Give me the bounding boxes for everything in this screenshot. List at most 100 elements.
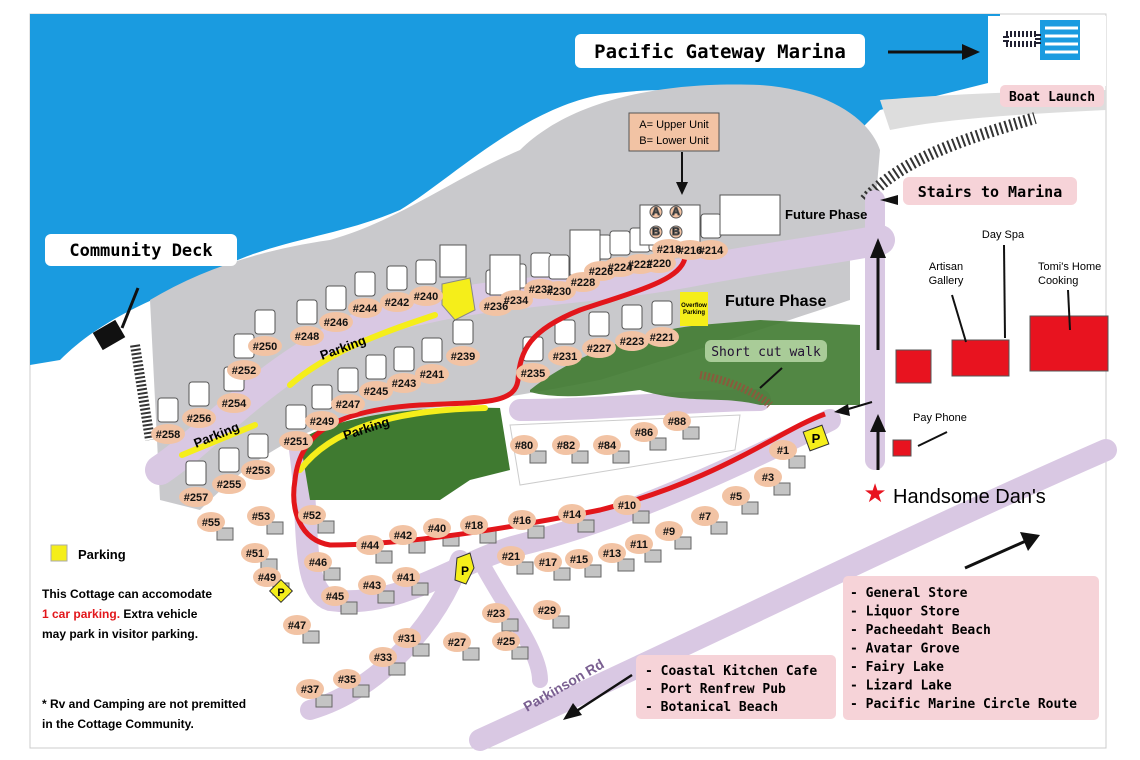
svg-text:Boat Launch: Boat Launch <box>1009 90 1095 105</box>
cottage-icon <box>511 646 529 660</box>
lot-number: #55 <box>202 517 220 529</box>
cottage-icon <box>325 285 347 311</box>
lot-badge <box>212 474 246 494</box>
shop-arrows <box>917 244 1071 447</box>
svg-text:B= Lower Unit: B= Lower Unit <box>639 135 708 147</box>
svg-text:1 car parking. Extra vehicle: 1 car parking. Extra vehicle <box>42 607 198 621</box>
lot-badge <box>197 512 225 532</box>
arrowhead <box>880 195 898 205</box>
cottage-icon <box>266 521 284 535</box>
lot-badge <box>182 408 216 428</box>
cottage-icon <box>337 367 359 393</box>
lot-badge <box>321 586 349 606</box>
lot-badge <box>446 346 480 366</box>
lot-number: #17 <box>539 557 557 569</box>
arrow <box>759 367 783 389</box>
lot-number: #25 <box>497 636 515 648</box>
cottage-icon <box>386 265 408 291</box>
cottage-icon <box>529 450 547 464</box>
parking-strips <box>179 312 488 473</box>
cottage-icon <box>452 319 474 345</box>
cottage-icon <box>548 254 570 280</box>
lot-badge <box>663 411 691 431</box>
destination-item: - Coastal Kitchen Cafe <box>645 664 817 679</box>
lot-badge <box>613 495 641 515</box>
lot-number: #224 <box>608 262 633 274</box>
lot-number: #247 <box>336 399 360 411</box>
cottage-icon <box>632 510 650 524</box>
lot-badge <box>565 549 593 569</box>
parking-legend-swatch <box>50 544 68 562</box>
lot-number: #254 <box>222 398 247 410</box>
cottage-icon <box>617 558 635 572</box>
lot-number: #242 <box>385 297 409 309</box>
community-deck <box>92 319 126 351</box>
cottage-icon <box>501 618 519 632</box>
cottage-icon <box>552 615 570 629</box>
cottage-icon <box>296 299 318 325</box>
lot-badge <box>387 373 421 393</box>
destination-item: - Pacific Marine Circle Route <box>850 697 1077 712</box>
lot-number: #49 <box>258 572 276 584</box>
svg-text:Stairs to Marina: Stairs to Marina <box>918 183 1063 201</box>
cottage-icon <box>577 519 595 533</box>
parking-lot-yellow <box>441 277 476 321</box>
lot-badge <box>151 424 185 444</box>
lot-number: #43 <box>363 580 381 592</box>
lot-badge <box>460 515 488 535</box>
east-destinations: - General Store- Liquor Store- Pacheedah… <box>850 586 1077 712</box>
lot-number: #46 <box>309 557 327 569</box>
lot-number: #40 <box>428 523 446 535</box>
lot-number: #251 <box>284 436 308 448</box>
svg-text:may park in visitor parking.: may park in visitor parking. <box>42 627 198 641</box>
lot-badge <box>645 327 679 347</box>
svg-text:* Rv and Camping are not premi: * Rv and Camping are not premitted <box>42 697 246 711</box>
lot-badge <box>247 506 275 526</box>
cottage-icon <box>315 694 333 708</box>
parking-legend-label: Parking <box>78 547 126 562</box>
marina-title: Pacific Gateway Marina <box>575 34 865 68</box>
townhouse-block <box>719 194 781 236</box>
arrowhead <box>1020 532 1040 551</box>
lot-number: #45 <box>326 591 344 603</box>
lot-badge <box>625 534 653 554</box>
future-phase-label: Future Phase <box>725 293 826 310</box>
lot-number: #221 <box>650 332 674 344</box>
arrow-west <box>574 673 633 714</box>
driving-route <box>291 257 826 548</box>
cottage-icon <box>216 527 234 541</box>
lot-badge <box>516 363 550 383</box>
destination-item: - Botanical Beach <box>645 700 778 715</box>
cottage-icon <box>584 564 602 578</box>
svg-text:Short cut walk: Short cut walk <box>711 345 821 360</box>
lot-badge <box>290 326 324 346</box>
shop-building <box>895 349 932 384</box>
unit-marker <box>669 225 683 239</box>
svg-text:Community Deck: Community Deck <box>69 241 212 261</box>
cottage-icon <box>218 447 240 473</box>
cottage-icon <box>375 550 393 564</box>
lot-badge <box>443 632 471 652</box>
svg-text:This Cottage can accomodate: This Cottage can accomodate <box>42 587 212 601</box>
cottage-icon <box>354 271 376 297</box>
svg-text:Pacific Gateway Marina: Pacific Gateway Marina <box>594 41 846 63</box>
unit-letter: B <box>652 226 660 238</box>
lot-badge <box>691 506 719 526</box>
day-spa-label: Day Spa <box>982 229 1025 241</box>
lot-badge <box>415 364 449 384</box>
lot-badge <box>380 292 414 312</box>
lot-number: #253 <box>246 465 270 477</box>
cottage-icon <box>644 549 662 563</box>
lot-number: #5 <box>730 491 742 503</box>
lot-number: #11 <box>630 539 648 551</box>
west-destinations-box <box>636 655 836 719</box>
deck-stairs <box>130 344 155 441</box>
community-deck-label: Community Deck <box>45 234 237 266</box>
svg-text:P: P <box>461 564 469 578</box>
lot-badge <box>615 331 649 351</box>
cottage-icon <box>682 426 700 440</box>
destination-item: - Lizard Lake <box>850 679 952 694</box>
